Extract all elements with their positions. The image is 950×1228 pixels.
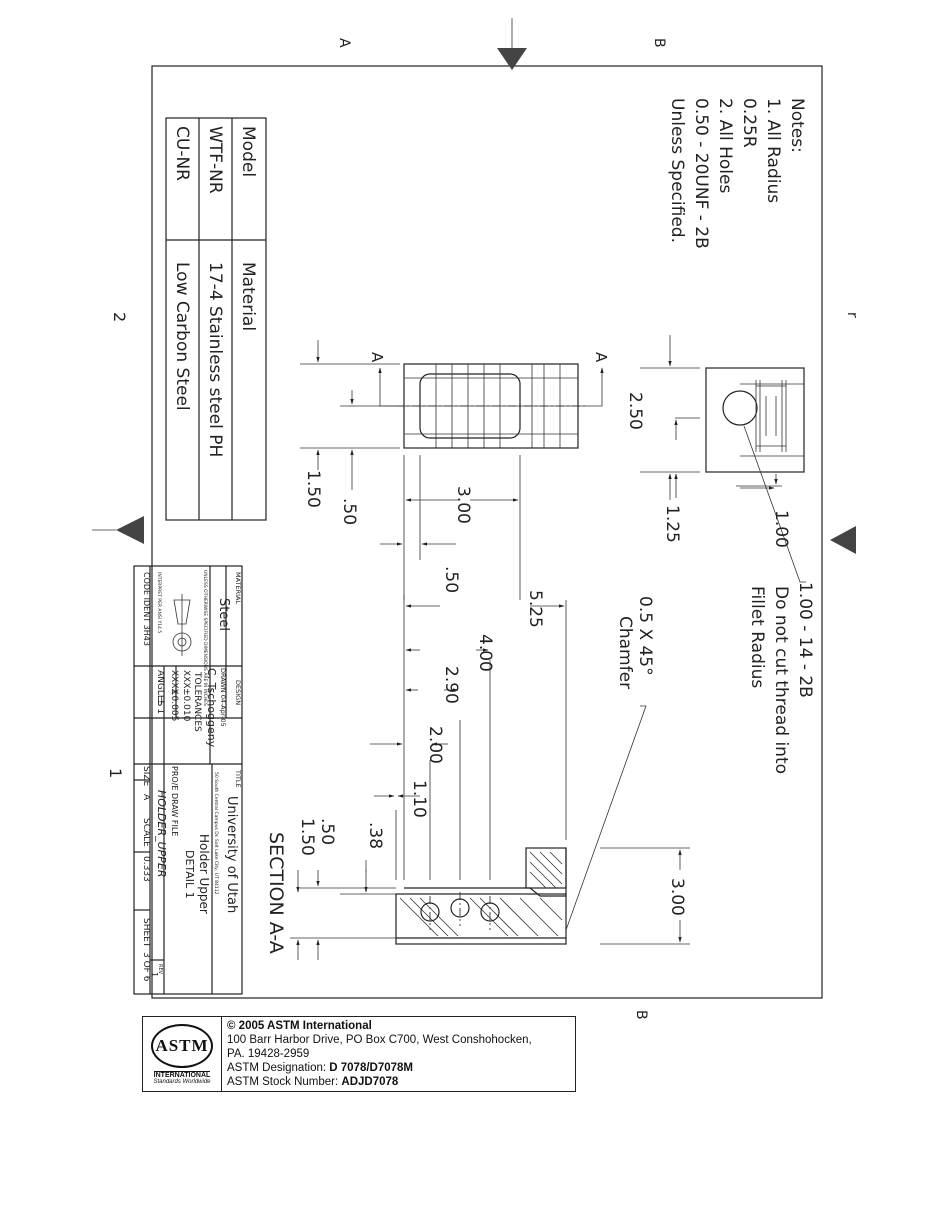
svg-text:XXX: XXX — [181, 670, 191, 689]
stock-line: ASTM Stock Number: ADJD7078 — [227, 1076, 399, 1088]
edge-mark-1: 1 — [106, 768, 125, 778]
svg-text:SIZE: SIZE — [141, 766, 151, 787]
table-row-material: Low Carbon Steel — [172, 262, 192, 411]
svg-text:3 OF 6: 3 OF 6 — [141, 952, 151, 982]
dim-4-00: 4.00 — [475, 634, 495, 672]
svg-text:PRO/E DRAW FILE: PRO/E DRAW FILE — [170, 766, 179, 836]
chamfer-note: Chamfer — [615, 616, 635, 689]
svg-text:±0.010: ±0.010 — [181, 688, 191, 722]
section-label: SECTION A-A — [265, 832, 287, 954]
title-block: MATERIAL Steel DESIGN DRAWN 04-Apr-05 C.… — [133, 565, 243, 995]
dim-1-25: 1.25 — [662, 505, 682, 543]
svg-text:University of Utah: University of Utah — [224, 796, 239, 913]
svg-text:0.333: 0.333 — [141, 856, 151, 882]
svg-text:0.50 - 20UNF - 2B: 0.50 - 20UNF - 2B — [691, 98, 711, 249]
dim-3-00b: 3.00 — [667, 878, 687, 916]
dim-2-00: 2.00 — [425, 726, 445, 764]
svg-text:INTERPRET PER ANSI Y14.5: INTERPRET PER ANSI Y14.5 — [156, 572, 162, 633]
edge-mark-r: r — [844, 312, 860, 318]
svg-text:SHEET: SHEET — [141, 918, 151, 948]
svg-text:SCALE: SCALE — [141, 818, 151, 847]
dim-0-38: .38 — [365, 822, 385, 849]
end-view-part — [705, 367, 805, 473]
thread-note: Do not cut thread into — [771, 586, 791, 774]
dim-2-50: 2.50 — [625, 392, 645, 430]
svg-text:ANGLES: ANGLES — [155, 670, 165, 707]
table-header-material: Material — [238, 262, 258, 331]
designation-value: D 7078/D7078M — [329, 1062, 414, 1074]
svg-text:XXXX: XXXX — [169, 670, 179, 695]
address-line-2: PA. 19428-2959 — [227, 1048, 310, 1060]
svg-text:HOLDER_UPPER: HOLDER_UPPER — [155, 790, 168, 878]
edge-mark-2: 2 — [110, 312, 129, 322]
dim-0-50b: .50 — [441, 566, 461, 593]
notes-block: Notes: 1. All Radius 0.25R 2. All Holes … — [667, 98, 807, 249]
dim-1-00: 1.00 — [771, 510, 791, 548]
svg-text:1: 1 — [150, 972, 159, 977]
table-row-model: WTF-NR — [205, 126, 225, 194]
edge-mark-b-bottom: B — [633, 1010, 649, 1020]
svg-text:UNLESS OTHERWISE SPECIFIED DIM: UNLESS OTHERWISE SPECIFIED DIMENSIONS AR… — [202, 570, 208, 706]
svg-text:MATERIAL: MATERIAL — [234, 572, 242, 605]
svg-text:Unless Specified.: Unless Specified. — [667, 98, 687, 243]
svg-text:DRAWN 04-Apr-05: DRAWN 04-Apr-05 — [219, 668, 227, 727]
edge-mark-a: A — [336, 38, 352, 48]
top-center-marker — [497, 48, 527, 70]
dim-2-90: 2.90 — [441, 666, 461, 704]
projection-symbol — [172, 594, 192, 656]
svg-text:DESIGN: DESIGN — [234, 680, 242, 705]
drawing-border — [151, 65, 823, 999]
astm-logo-mark: ASTM — [151, 1023, 213, 1068]
chamfer-note: 0.5 X 45° — [635, 596, 655, 676]
address-line-1: 100 Barr Harbor Drive, PO Box C700, West… — [227, 1034, 532, 1046]
svg-text:±0.005: ±0.005 — [169, 688, 179, 721]
dim-5-25: 5.25 — [525, 590, 545, 628]
right-center-marker — [830, 526, 856, 554]
svg-text:C. Tschoggeny: C. Tschoggeny — [205, 668, 218, 748]
thread-note: Fillet Radius — [747, 586, 767, 688]
table-header-model: Model — [238, 126, 258, 177]
svg-text:TITLE: TITLE — [234, 769, 242, 788]
dim-3-00: 3.00 — [453, 486, 473, 524]
astm-logo-tagline: Standards Worldwide — [153, 1078, 211, 1085]
svg-text:50 South Central Campus Dr. Sa: 50 South Central Campus Dr. Salt Lake Ci… — [213, 772, 219, 895]
cut-label-a: A — [592, 352, 610, 363]
svg-text:Steel: Steel — [216, 598, 231, 631]
table-row-model: CU-NR — [172, 126, 192, 181]
dim-1-10: 1.10 — [409, 780, 429, 818]
astm-footer: ASTM INTERNATIONAL Standards Worldwide ©… — [142, 1016, 576, 1092]
dim-1-50: 1.50 — [303, 470, 323, 508]
svg-text:TOLERANCES: TOLERANCES — [192, 671, 202, 732]
svg-text:DETAIL 1: DETAIL 1 — [183, 850, 196, 899]
dim-1-50b: 1.50 — [297, 818, 317, 856]
copyright: © 2005 ASTM International — [227, 1020, 372, 1032]
svg-text:A: A — [141, 794, 151, 801]
astm-logo-subtitle: INTERNATIONAL — [153, 1070, 211, 1079]
table-row-material: 17-4 Stainless steel PH — [205, 262, 225, 457]
astm-logo: ASTM INTERNATIONAL Standards Worldwide — [143, 1017, 222, 1091]
svg-text:2. All Holes: 2. All Holes — [715, 98, 735, 193]
svg-text:0.25R: 0.25R — [739, 98, 759, 148]
svg-text:Notes:: Notes: — [787, 98, 807, 153]
svg-text:± 1: ± 1 — [155, 698, 165, 714]
stock-number: ADJD7078 — [341, 1076, 399, 1088]
left-center-marker — [116, 516, 144, 544]
svg-text:Holder Upper: Holder Upper — [197, 834, 211, 914]
svg-text:CODE IDENT 3H43: CODE IDENT 3H43 — [142, 572, 151, 646]
dim-0-50: .50 — [339, 498, 359, 525]
section-view-part — [395, 847, 567, 945]
dim-0-50c: .50 — [317, 818, 337, 845]
astm-footer-text: © 2005 ASTM International 100 Barr Harbo… — [227, 1019, 571, 1089]
designation-line: ASTM Designation: D 7078/D7078M — [227, 1062, 414, 1074]
thread-note: 1.00 - 14 - 2B — [795, 582, 815, 698]
svg-text:REV: REV — [157, 964, 163, 975]
edge-mark-b: B — [651, 38, 667, 48]
svg-text:1. All Radius: 1. All Radius — [763, 98, 783, 203]
cut-label-a: A — [368, 352, 386, 363]
model-table: Model Material WTF-NR 17-4 Stainless ste… — [165, 117, 267, 521]
